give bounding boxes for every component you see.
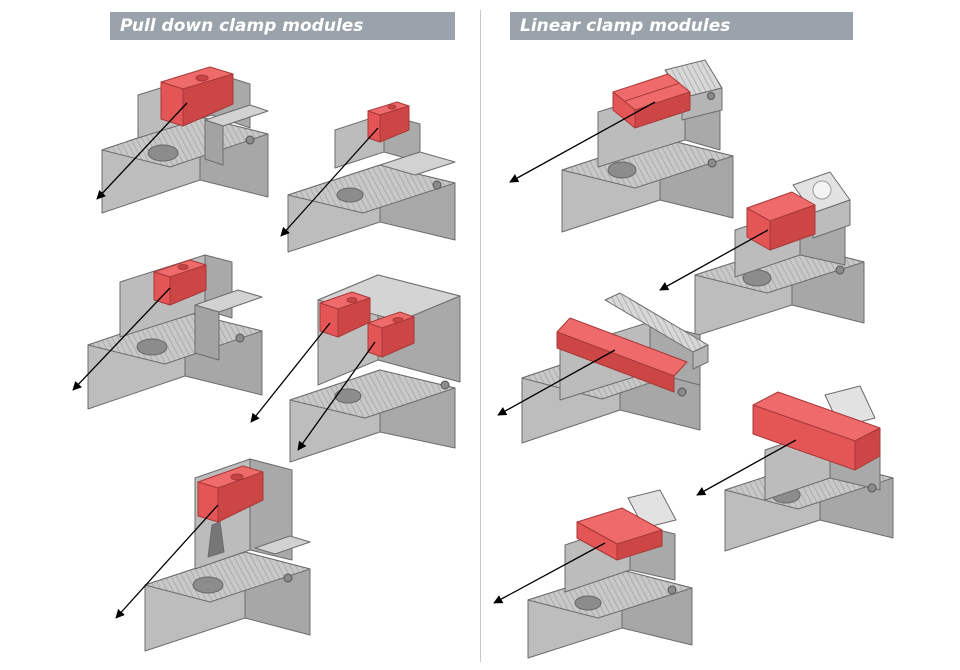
arrow-l1	[96, 102, 188, 200]
section-title-linear: Linear clamp modules	[520, 16, 731, 36]
pull-down-module-3	[87, 254, 263, 410]
section-header-pull-down: Pull down clamp modules	[110, 12, 455, 40]
pull-down-module-2	[287, 101, 456, 253]
arrow-l4a	[250, 322, 331, 423]
arrow-l3	[72, 287, 171, 391]
linear-module-4	[724, 385, 894, 552]
section-title-pull-down: Pull down clamp modules	[120, 16, 364, 36]
linear-module-2	[694, 171, 865, 337]
linear-module-5	[527, 489, 693, 659]
arrow-l4b	[297, 341, 376, 451]
arrow-r4	[696, 439, 797, 496]
arrow-r1	[509, 101, 656, 183]
linear-module-3	[521, 292, 709, 444]
arrow-l5	[115, 504, 219, 619]
pull-down-module-1	[101, 66, 269, 214]
pull-down-module-5	[144, 458, 311, 652]
section-header-linear: Linear clamp modules	[510, 12, 853, 40]
arrow-l2	[280, 127, 379, 237]
arrow-r5	[493, 542, 606, 604]
pull-down-module-4	[289, 274, 461, 463]
arrow-r2	[659, 229, 769, 291]
section-divider	[480, 10, 481, 662]
arrow-r3	[497, 349, 616, 416]
linear-module-1	[561, 59, 734, 233]
